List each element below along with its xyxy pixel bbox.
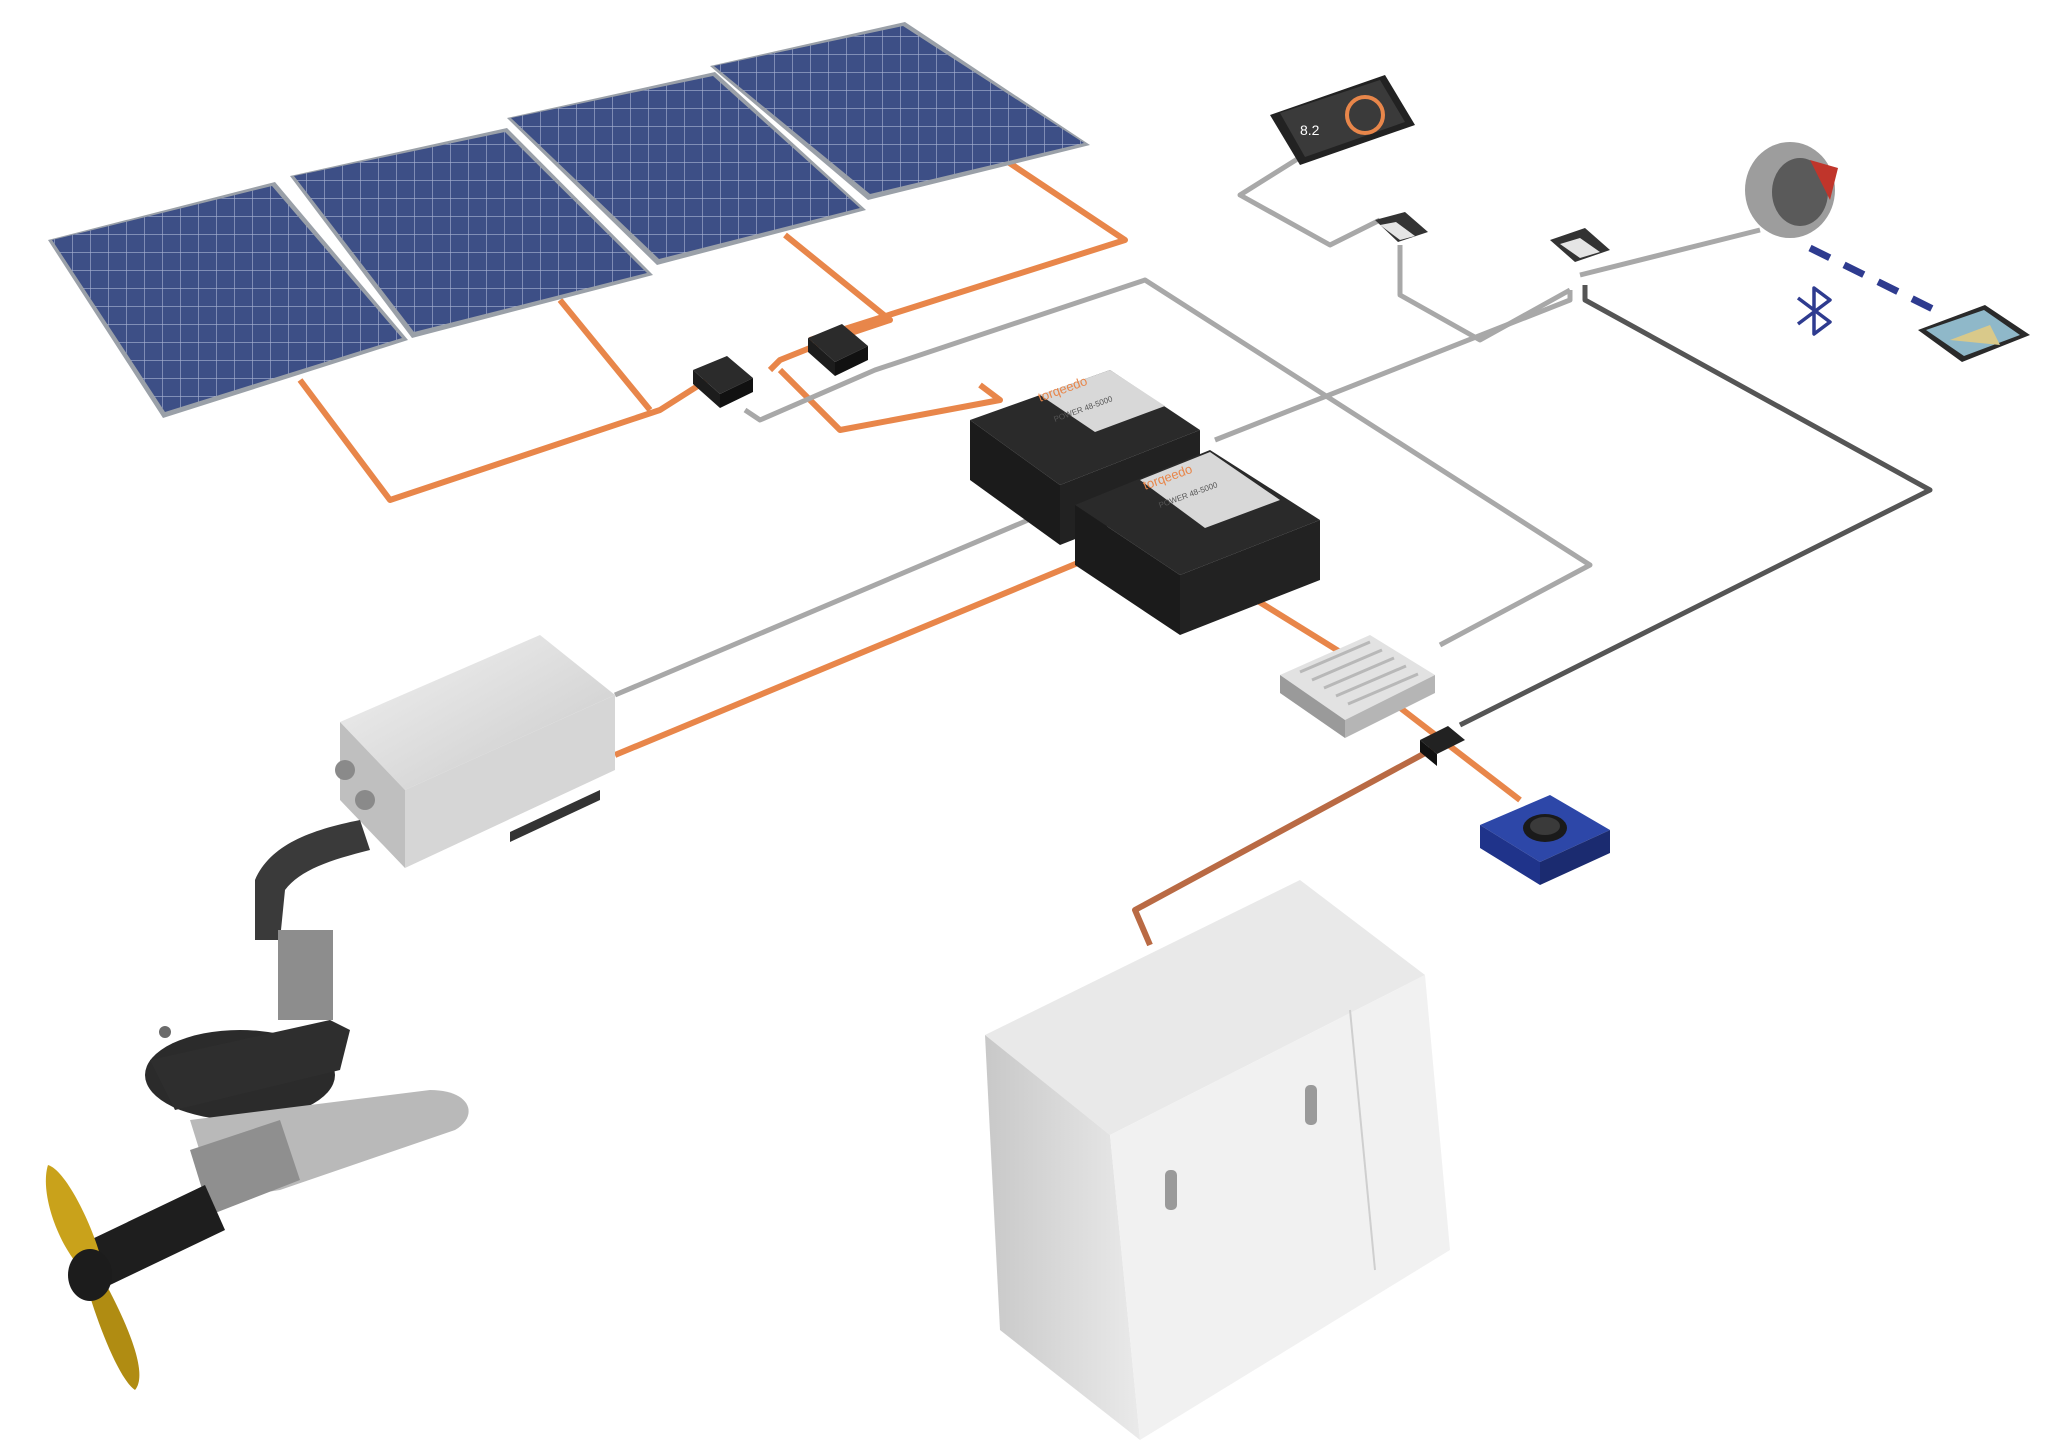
throttle-cable [1579,227,1761,278]
motor-data-cable [614,512,1041,698]
solar-cable-2 [557,298,653,412]
solar-panel-icon [710,22,1090,200]
tablet-icon [1918,305,2030,362]
charger-to-socket-cable [1388,697,1522,803]
solar-cable-4 [809,157,1128,343]
solar-cable-1 [297,372,717,503]
propeller-icon [45,1165,140,1390]
motor-controller-icon [335,635,615,868]
controller-icon [693,356,753,408]
throttle-icon [1745,142,1838,238]
generator-cable [1132,742,1442,947]
display-cable [1237,145,1382,248]
display-readout: 8.2 [1300,122,1320,138]
battery-to-motor-cable [613,557,1087,758]
bluetooth-link [1808,244,1947,319]
solar-panel-icon [48,182,408,418]
controller-icon [808,324,868,376]
shore-socket-icon [1480,795,1610,885]
solar-controllers [693,324,868,408]
gateway-data-cable [1397,245,1572,343]
solar-panel-icon [507,72,866,265]
solar-to-battery-cable [777,367,1003,433]
charger-icon [1280,635,1435,738]
network-cable-a [1214,290,1573,443]
solar-panels [48,22,1090,418]
solar-panel-icon [290,128,653,338]
bluetooth-icon [1796,286,1832,336]
bus-cable [1458,285,1933,728]
gateway-icon [1375,212,1428,242]
data-cables [614,145,1761,698]
battery-icon: torqeedo POWER 48-5000 [1075,450,1320,635]
generator-cabinet-icon [985,880,1450,1440]
power-cables [297,157,1522,947]
display-icon: 8.2 [1270,75,1415,165]
junction-icon [1420,726,1465,766]
motor-icon [90,820,469,1285]
gateway-icon [1550,228,1610,262]
network-cable-b [743,277,1593,648]
